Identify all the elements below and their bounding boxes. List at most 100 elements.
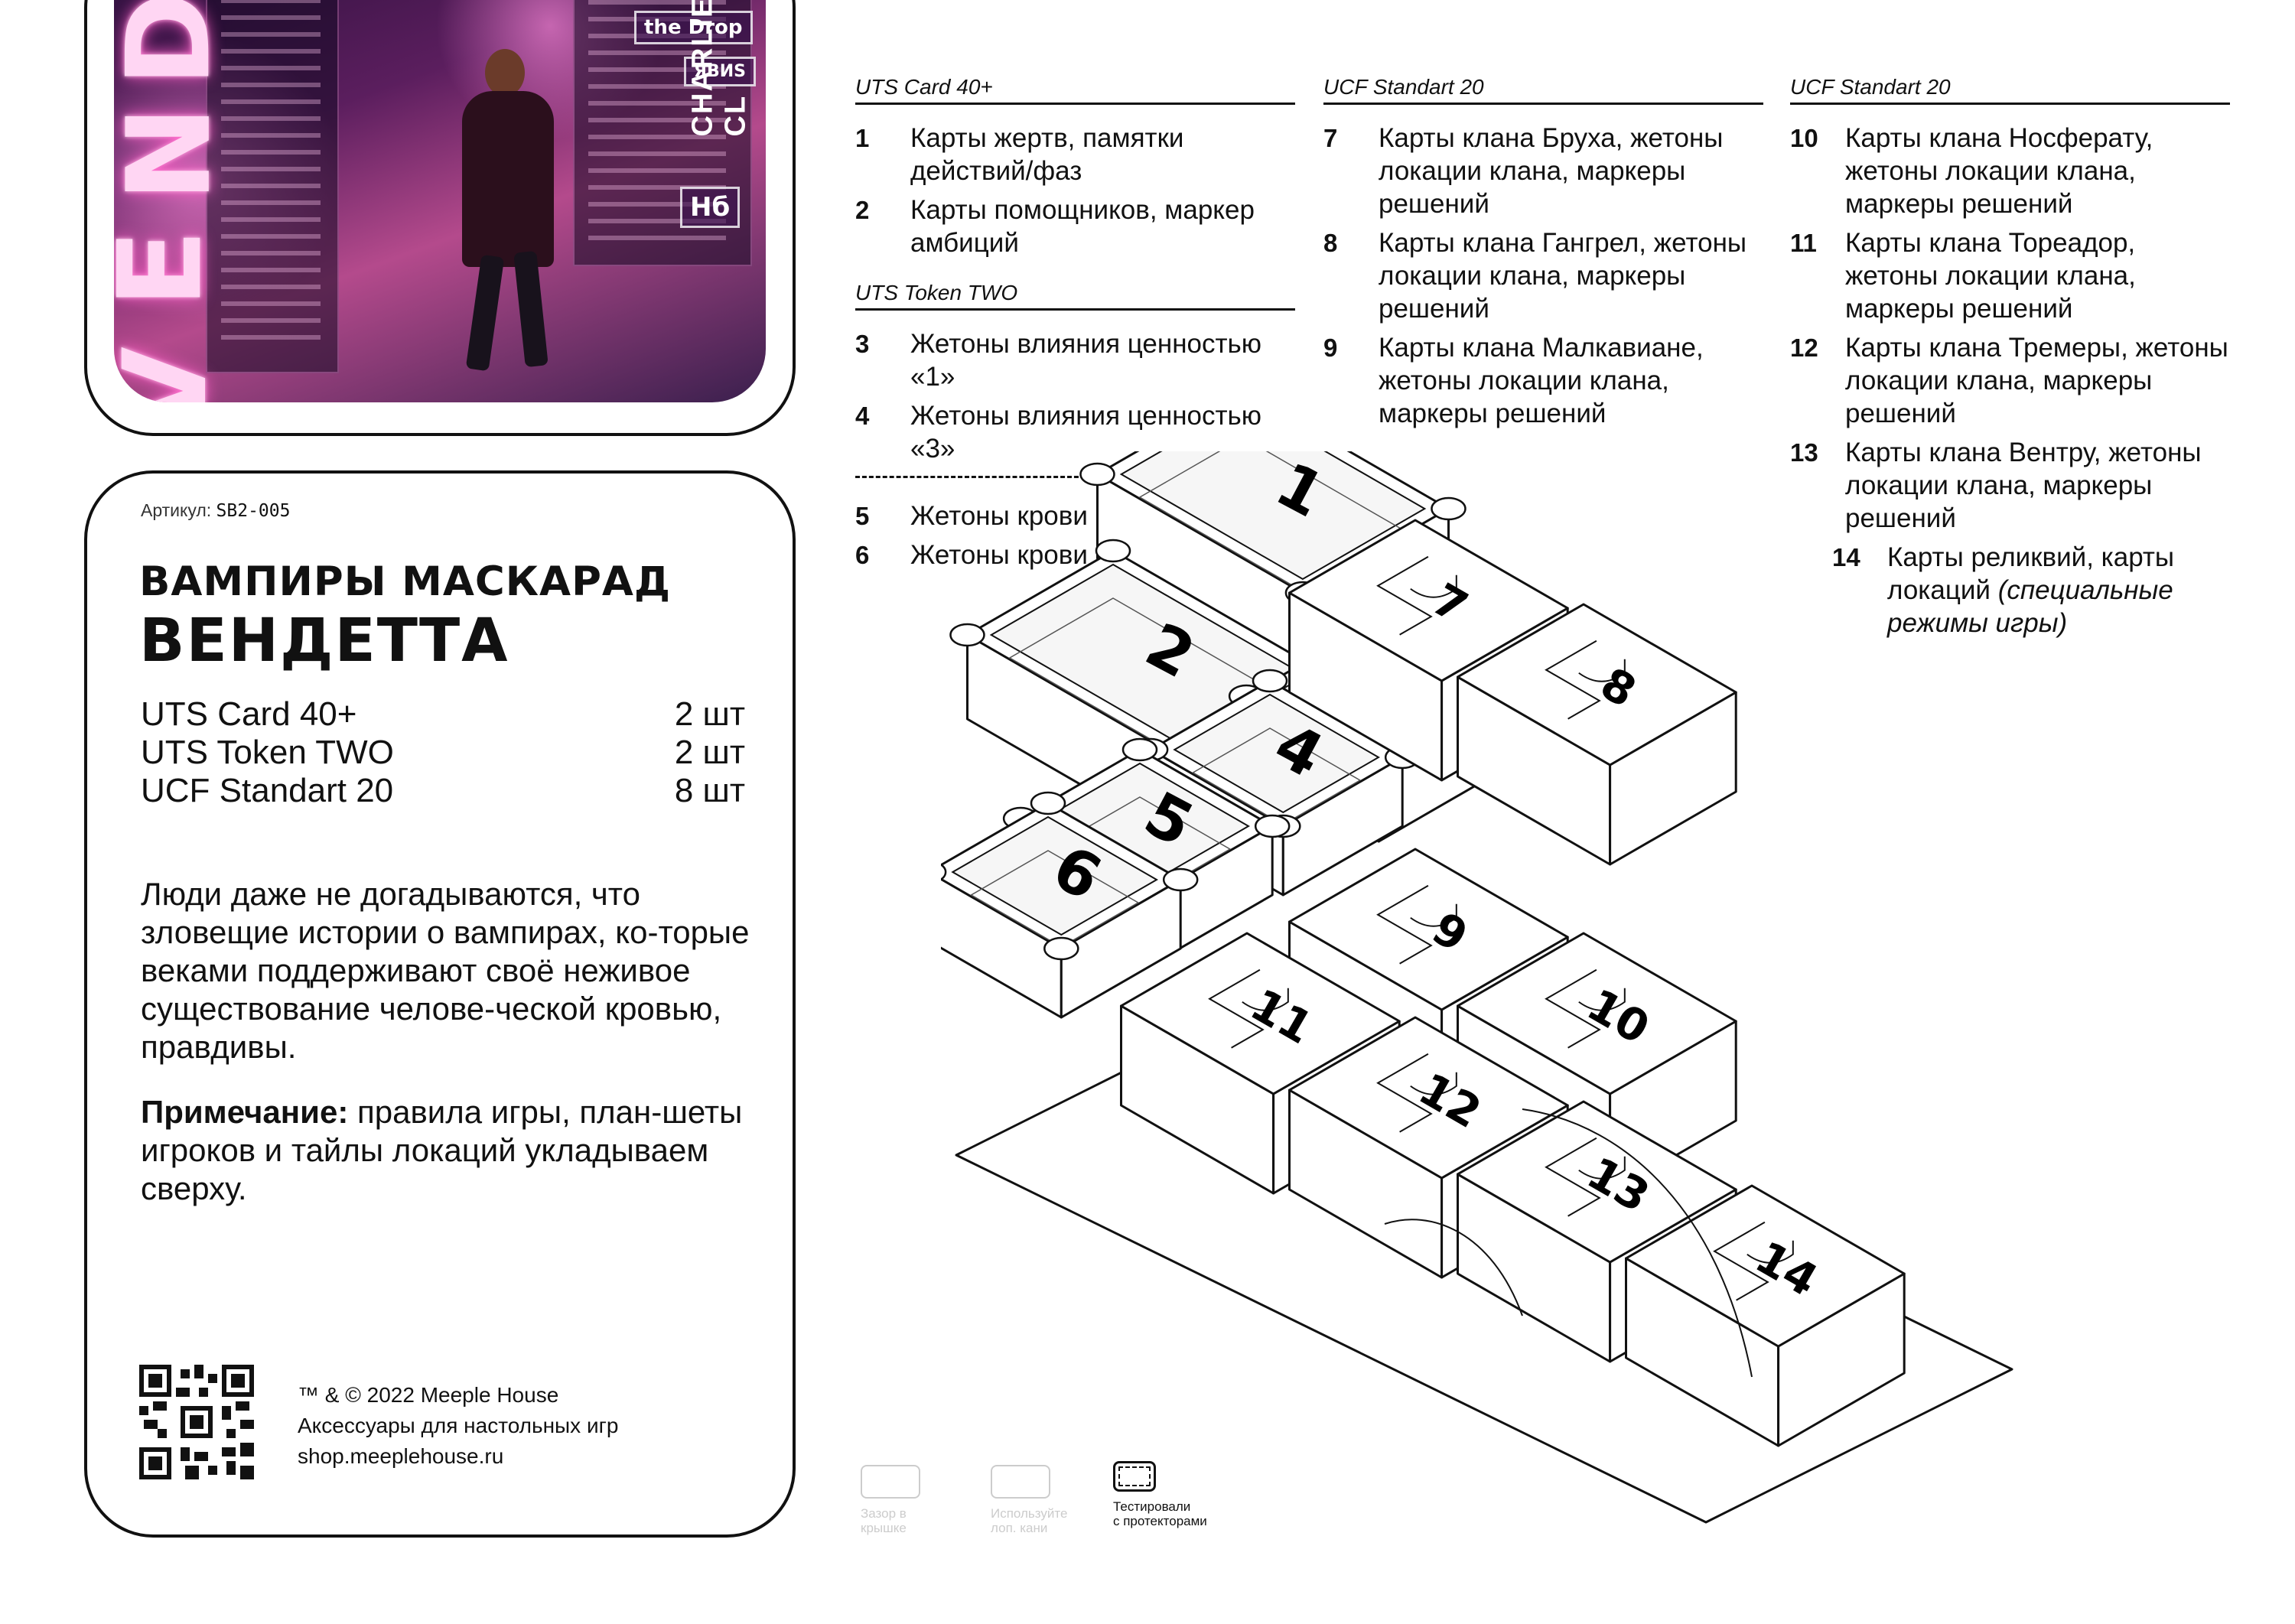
legend-number: 9 <box>1323 334 1338 362</box>
ribbon-pull-icon <box>1578 1156 1626 1180</box>
character-leg <box>465 254 505 372</box>
legend-item: 13 Карты клана Вентру, жетоны локации кл… <box>1790 436 2230 535</box>
ribbon-pull-icon <box>1410 1072 1457 1095</box>
legend-number: 14 <box>1832 543 1860 571</box>
publisher-info: ™ & © 2022 Meeple House Аксессуары для н… <box>298 1380 618 1472</box>
publisher-tagline: Аксессуары для настольных игр <box>298 1414 619 1437</box>
game-subtitle: ВЕНДЕТТА <box>139 607 509 675</box>
legend-text: Карты помощников, маркер амбиций <box>910 195 1255 258</box>
copyright: ™ & © 2022 Meeple House <box>298 1383 559 1407</box>
legend-header: UCF Standart 20 <box>1323 75 1763 105</box>
box-cutout <box>1545 1137 1601 1217</box>
ribbon-pull-icon <box>1410 903 1457 927</box>
legend-number: 3 <box>855 330 870 358</box>
tray-recess <box>951 815 1158 936</box>
ribbon-pull-icon <box>1578 988 1626 1011</box>
legend-number: 7 <box>1323 124 1338 152</box>
component-name: UTS Token TWO <box>141 734 394 771</box>
article-number: Артикул: SB2-005 <box>141 500 290 521</box>
cover-title-letter: D <box>114 0 236 87</box>
organizer-diagram-svg: 1234567891011121314 <box>910 378 2013 1524</box>
legend-item: 7 Карты клана Бруха, жетоны локации клан… <box>1323 122 1763 220</box>
legend-number: 13 <box>1790 438 1818 467</box>
cover-card: V E N D the Drop ЯBИS Нб CHARLIE CL <box>84 0 796 436</box>
badge-label: Тестировали с протекторами <box>1113 1499 1207 1528</box>
legend-number: 2 <box>855 196 870 224</box>
box-cutout <box>1545 968 1601 1049</box>
note: Примечание: правила игры, план-шеты игро… <box>141 1093 753 1208</box>
article-code: SB2-005 <box>216 501 291 521</box>
badge-sleeves: Тестировали с протекторами <box>1113 1461 1207 1528</box>
box-cutout <box>1208 968 1265 1049</box>
legend-number: 1 <box>855 124 870 152</box>
shop-link[interactable]: shop.meeplehouse.ru <box>298 1444 504 1468</box>
arrow-icon <box>1522 1108 1753 1378</box>
legend-item: 8 Карты клана Гангрел, жетоны локации кл… <box>1323 226 1763 325</box>
tray-corner <box>1431 496 1467 521</box>
cover-vertical-sign: CHARLIE CL <box>686 0 752 137</box>
box-cutout <box>1376 884 1433 965</box>
legend-column-3: UCF Standart 20 10 Карты клана Носферату… <box>1790 75 2230 646</box>
components-list: UTS Card 40+ 2 шт UTS Token TWO 2 шт UCF… <box>141 695 745 810</box>
cover-title-letter: E <box>114 229 227 308</box>
character-coat <box>462 91 554 267</box>
neon-sign: ЯBИS <box>684 57 756 86</box>
legend-item: 9 Карты клана Малкавиане, жетоны локации… <box>1323 331 1763 430</box>
legend-item: 3 Жетоны влияния ценностью «1» <box>855 327 1295 393</box>
arrow-icon <box>1384 1219 1523 1316</box>
legend-text: Жетоны влияния ценностью «3» <box>910 401 1262 464</box>
badge-label: Используйте лоп. кани <box>991 1506 1068 1535</box>
legend-text-italic: (специальные режимы игры) <box>1887 575 2173 638</box>
tray-recess <box>1173 693 1380 814</box>
neon-sign: the Drop <box>634 11 753 44</box>
legend-header: UTS Token TWO <box>855 281 1295 311</box>
box-top <box>1288 1016 1569 1180</box>
box-cutout <box>1713 1221 1769 1301</box>
badge-spatula: Используйте лоп. кани <box>991 1465 1090 1535</box>
token-box: 14 <box>1625 1184 1906 1447</box>
game-description: Люди даже не догадываются, что зловещие … <box>141 876 750 1065</box>
legend-item: 1 Карты жертв, памятки действий/фаз <box>855 122 1295 187</box>
legend-item: 14 Карты реликвий, карты локаций (специа… <box>1832 541 2230 640</box>
legend-number: 11 <box>1790 229 1817 257</box>
legend-number: 8 <box>1323 229 1338 257</box>
legend-text: Карты клана Носферату, жетоны локации кл… <box>1845 123 2153 219</box>
ribbon-pull-icon <box>1746 1240 1794 1264</box>
box-cutout <box>1376 1053 1433 1133</box>
legend-text: Карты клана Тореадор, жетоны локации кла… <box>1845 228 2136 324</box>
legend-text: Карты клана Гангрел, жетоны локации клан… <box>1379 228 1747 324</box>
legend-item: 2 Карты помощников, маркер амбиций <box>855 194 1295 259</box>
badge-label-line: с протекторами <box>1113 1514 1207 1528</box>
component-row: UTS Card 40+ 2 шт <box>141 695 745 734</box>
badge-gap: Зазор в крышке <box>861 1465 945 1535</box>
component-qty: 8 шт <box>674 772 745 809</box>
ribbon-pull-icon <box>1578 659 1626 682</box>
cover-title-letter: N <box>114 106 236 202</box>
qr-code-icon[interactable] <box>139 1365 254 1479</box>
building-lights <box>221 0 321 340</box>
legend-item: 10 Карты клана Носферату, жетоны локации… <box>1790 122 2230 220</box>
component-name: UTS Card 40+ <box>141 695 357 733</box>
box-top <box>1457 932 1737 1095</box>
component-name: UCF Standart 20 <box>141 772 394 809</box>
cover-title-letter: V <box>114 347 233 402</box>
legend-header: UCF Standart 20 <box>1790 75 2230 105</box>
legend-text-main: Карты реликвий, карты локаций <box>1887 542 2175 605</box>
card-tray: 6 <box>910 791 1199 1019</box>
character-leg <box>513 250 549 368</box>
legend-text: Жетоны влияния ценностью «1» <box>910 329 1262 392</box>
legend-number: 5 <box>855 502 870 530</box>
organizer-diagram: 1234567891011121314 <box>910 378 2211 1599</box>
note-text: правила игры, план-шеты игроков и тайлы … <box>141 1094 743 1206</box>
article-label: Артикул: <box>141 500 212 520</box>
component-row: UCF Standart 20 8 шт <box>141 772 745 810</box>
legend-number: 10 <box>1790 124 1818 152</box>
tray-corner <box>1252 669 1288 693</box>
ribbon-pull-icon <box>1410 574 1457 598</box>
legend-item: 4 Жетоны влияния ценностью «3» <box>855 399 1295 465</box>
game-title: ВАМПИРЫ МАСКАРАД <box>139 558 672 605</box>
tray-corner <box>1254 814 1291 838</box>
character-head <box>485 49 525 96</box>
building <box>206 0 339 373</box>
box-top <box>1288 848 1569 1011</box>
